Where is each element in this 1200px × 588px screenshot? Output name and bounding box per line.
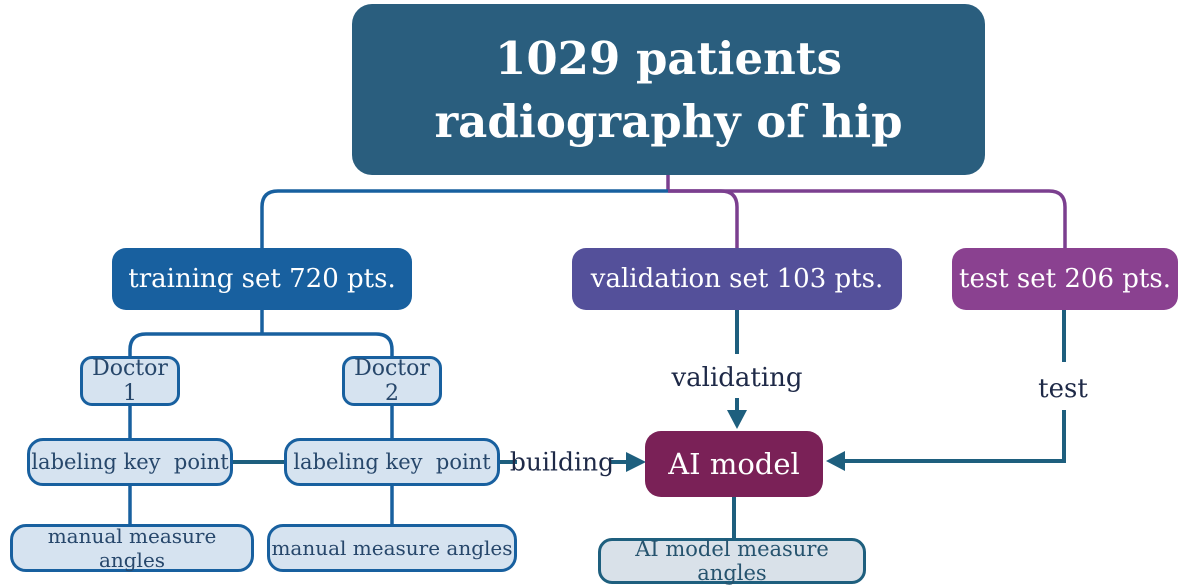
- node-labeling-key-point-1: labeling key point: [27, 438, 233, 486]
- node-validation-set: validation set 103 pts.: [572, 248, 902, 310]
- node-ai-model-label: AI model: [668, 447, 800, 481]
- edge-label-building: building: [509, 447, 615, 477]
- edge-root-testset: [668, 189, 1067, 248]
- node-doctor-2: Doctor 2: [342, 356, 442, 406]
- node-training-set-label: training set 720 pts.: [128, 264, 396, 294]
- node-ai-model-measure-angles-label: AI model measure angles: [635, 537, 829, 585]
- node-test-set: test set 206 pts.: [952, 248, 1178, 310]
- node-validation-set-label: validation set 103 pts.: [590, 264, 884, 294]
- edge-test-aimodel: [843, 410, 1066, 463]
- node-labeling-key-point-2-label: labeling key point: [293, 450, 491, 474]
- node-total-patients-line2: radiography of hip: [434, 94, 903, 148]
- arrowhead-building-icon: [626, 452, 646, 472]
- edge-training-doctors: [128, 310, 394, 356]
- node-doctor-1: Doctor 1: [80, 356, 180, 406]
- edge-root-training: [260, 189, 668, 248]
- node-ai-model: AI model: [645, 431, 823, 497]
- node-doctor-1-label: Doctor 1: [92, 356, 168, 406]
- node-manual-measure-angles-1-label: manual measure angles: [47, 524, 217, 572]
- node-doctor-2-label: Doctor 2: [354, 356, 430, 406]
- edge-root-validation: [668, 189, 739, 248]
- edge-label-validating: validating: [671, 363, 803, 393]
- node-manual-measure-angles-2-label: manual measure angles: [271, 536, 513, 560]
- node-total-patients: 1029 patients radiography of hip: [352, 4, 985, 175]
- arrowhead-validating-icon: [727, 410, 747, 429]
- node-ai-model-measure-angles: AI model measure angles: [598, 537, 866, 585]
- node-test-set-label: test set 206 pts.: [959, 264, 1171, 294]
- node-training-set: training set 720 pts.: [112, 248, 412, 310]
- edge-label-test: test: [1038, 374, 1088, 404]
- arrowhead-test-icon: [826, 451, 845, 471]
- node-labeling-key-point-2: labeling key point: [284, 438, 500, 486]
- node-manual-measure-angles-1: manual measure angles: [10, 524, 254, 572]
- node-manual-measure-angles-2: manual measure angles: [267, 524, 517, 572]
- node-total-patients-line1: 1029 patients: [495, 31, 842, 85]
- node-labeling-key-point-1-label: labeling key point: [31, 450, 229, 474]
